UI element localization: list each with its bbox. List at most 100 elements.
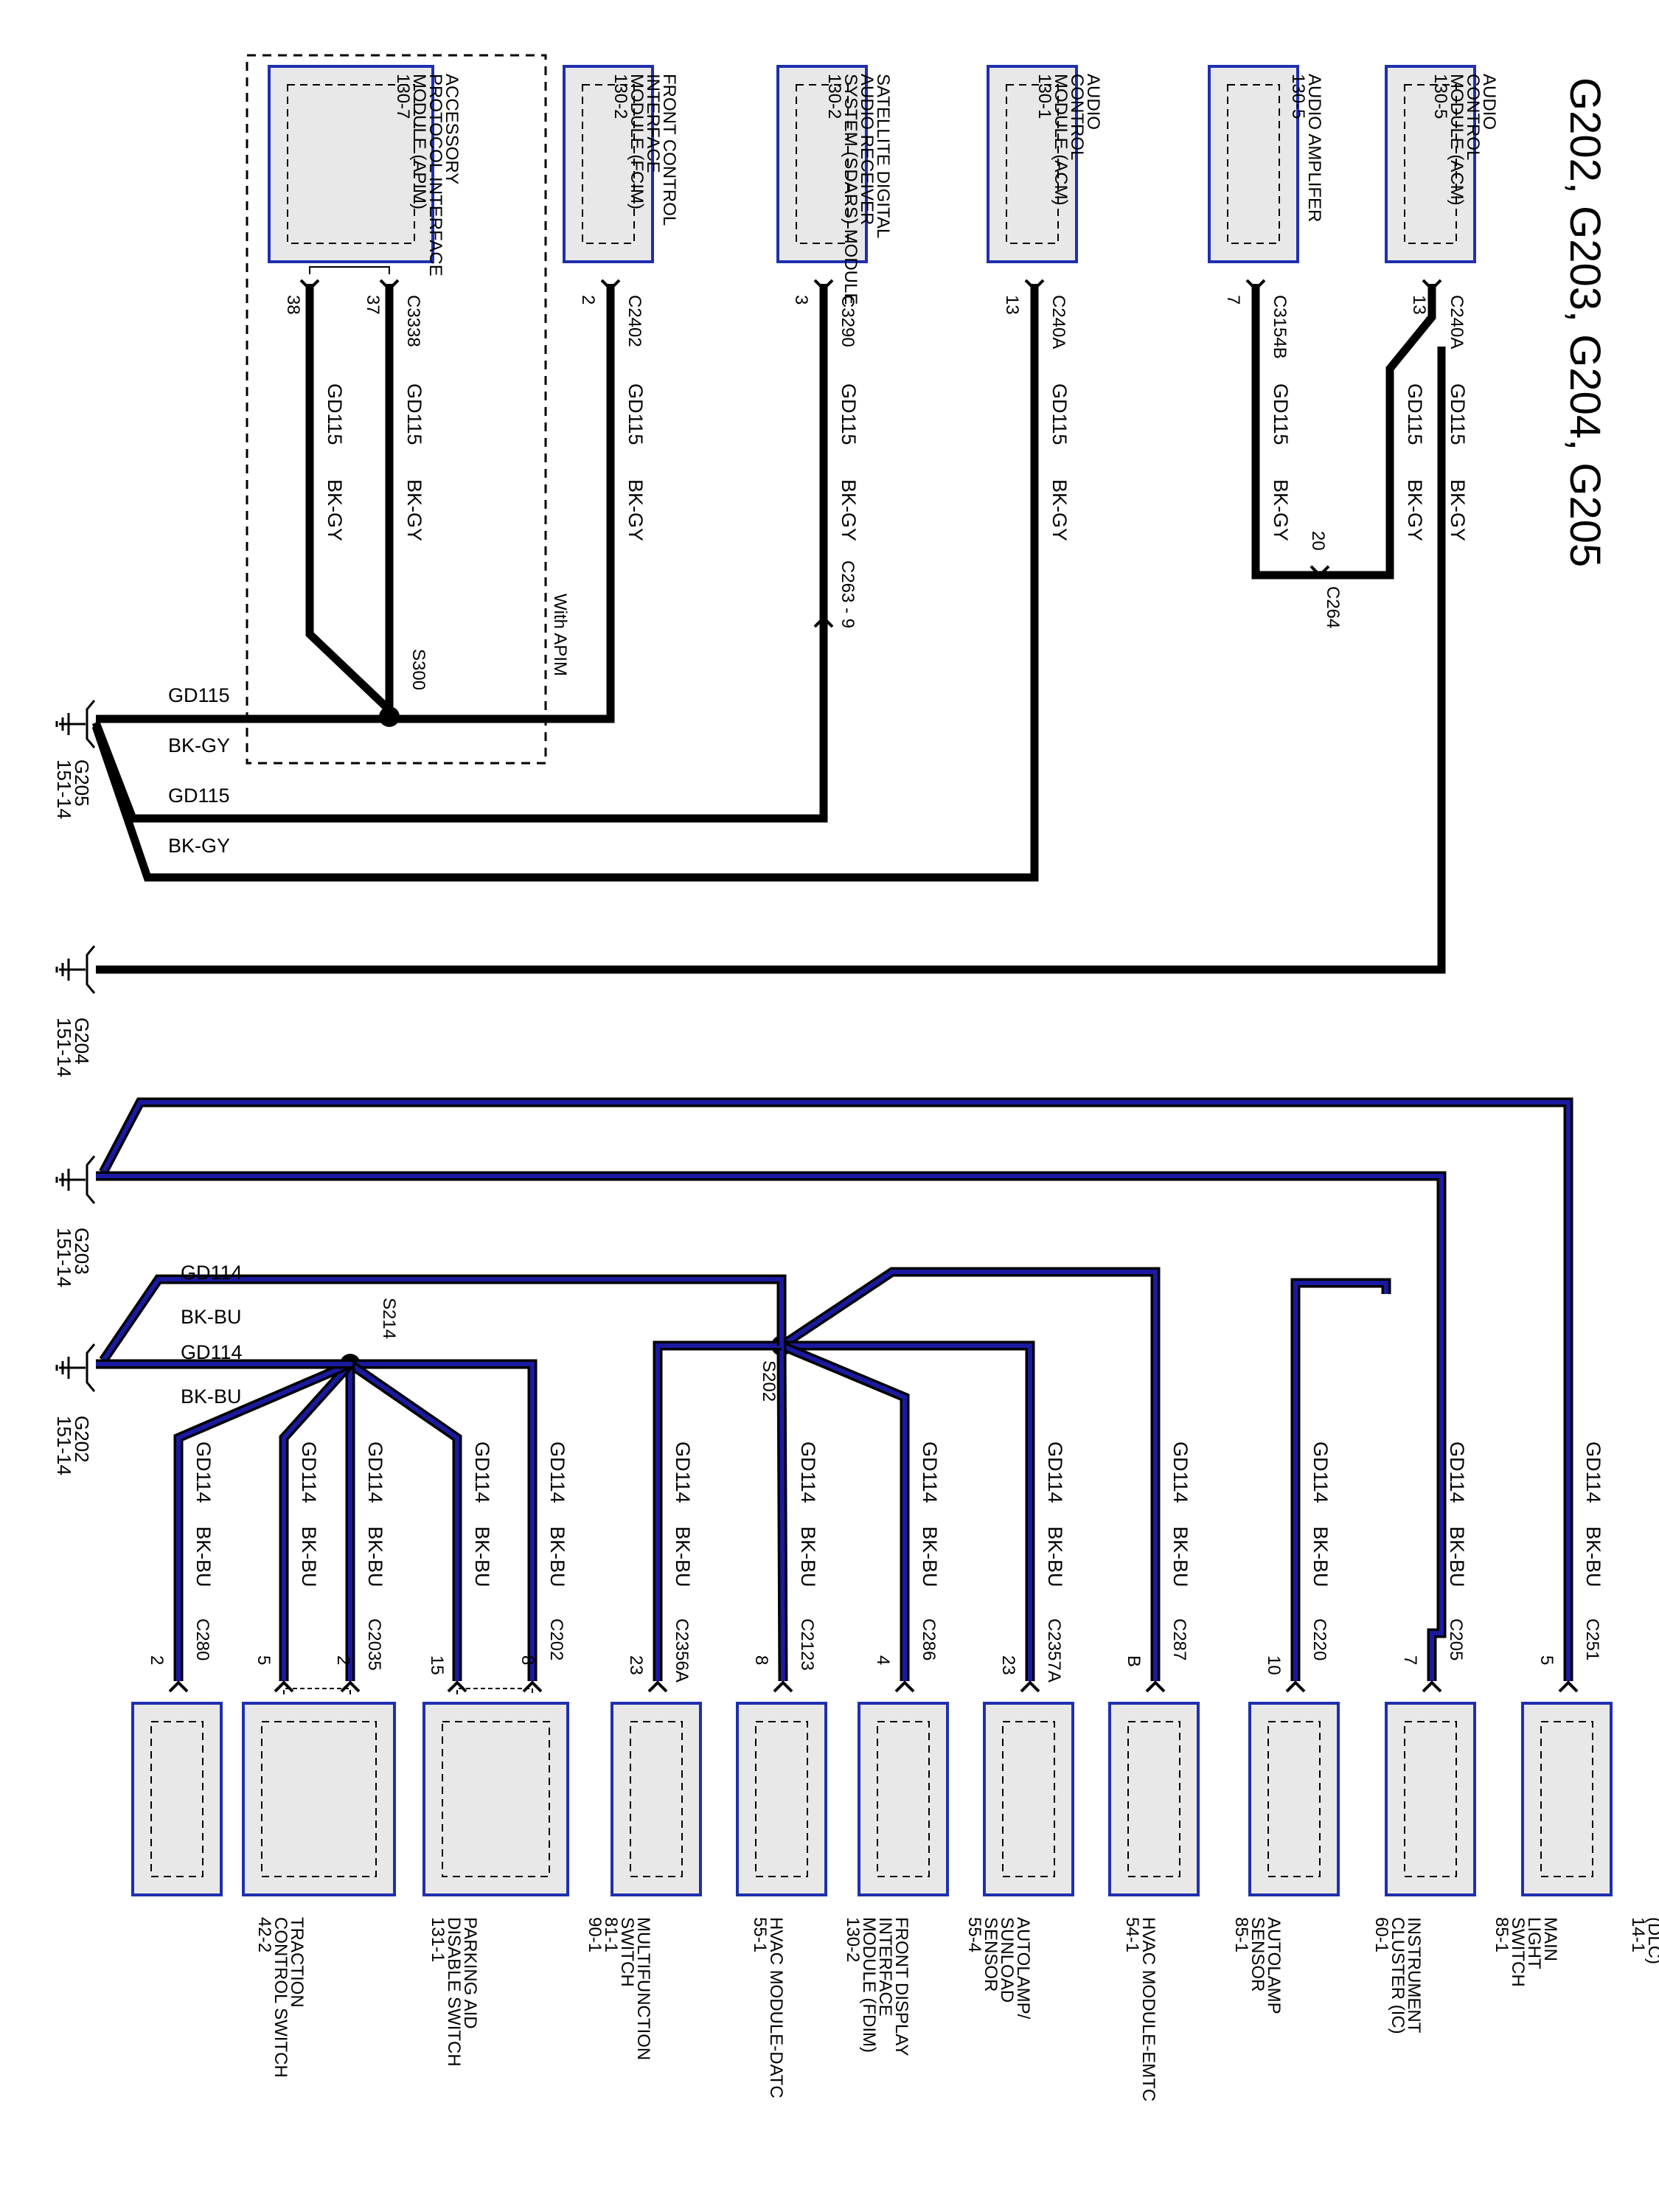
bottom-module-8-inner — [442, 1721, 550, 1877]
bottom-connector-0: C251 — [1582, 1618, 1602, 1660]
top-pin-0: 13 — [1409, 295, 1429, 315]
wire-ic-outline — [1290, 1278, 1391, 1681]
bottom-connector-5: C286 — [919, 1618, 939, 1660]
bottom-module-10-label-2: 42-2 — [254, 1917, 274, 1952]
bottom-module-6 — [736, 1702, 827, 1896]
bottom-module-0-label-2: (DLC) — [1644, 1917, 1659, 1964]
top-module-4 — [563, 65, 654, 263]
top-module-1 — [1208, 65, 1299, 263]
ground-name-0: G205 — [71, 759, 93, 807]
bottom-connector-8: C202 — [546, 1618, 566, 1660]
top-module-5-inner — [287, 84, 415, 244]
bottom-module-8-label-2: 81-1 — [601, 1917, 621, 1952]
ground-g205 — [55, 700, 96, 748]
bottom-module-4-inner — [1002, 1721, 1055, 1877]
bottom-circuit-1: GD114 — [1446, 1441, 1468, 1503]
wire-pad-5 — [282, 1362, 352, 1681]
ground-g202-bracket — [86, 1343, 96, 1392]
top-connector-chevron-1 — [1245, 279, 1266, 291]
bottom-connector-chevron-0 — [1558, 1680, 1579, 1693]
bottom-wire-color-2: BK-BU — [1310, 1526, 1332, 1587]
bottom-pin-10: 2 — [147, 1655, 167, 1665]
top-module-4-label-2: MODULE (FCIM) — [627, 74, 647, 209]
splice-s214-label: S214 — [379, 1298, 399, 1339]
bottom-module-8-label-3: 90-1 — [585, 1917, 605, 1952]
acm5-branch-color: BK-GY — [1404, 479, 1426, 541]
ground-g202 — [55, 1343, 96, 1392]
g205-w0-color: BK-GY — [168, 734, 230, 757]
bottom-connector-chevron-10 — [340, 1680, 361, 1693]
g202-w0-circuit: GD114 — [181, 1262, 243, 1284]
bottom-connector-chevron-2 — [1285, 1680, 1306, 1693]
wire-acm1-g205 — [91, 284, 1039, 882]
top-pin-4: 2 — [578, 295, 598, 305]
bottom-circuit-7: GD114 — [672, 1441, 694, 1503]
bottom-module-3-label-0: AUTOLAMP — [1264, 1917, 1284, 2014]
top-connector-chevron-6 — [299, 279, 320, 291]
modules — [131, 65, 1613, 1896]
top-connector-1: C3154B — [1270, 295, 1290, 359]
bottom-module-3-label-2: 85-1 — [1231, 1917, 1251, 1952]
wire-autolamp — [780, 1270, 1158, 1681]
top-wire-color-5: BK-GY — [403, 479, 425, 541]
top-module-5-label-0: ACCESSORY — [442, 74, 462, 184]
bottom-connector-9: C2035 — [364, 1618, 384, 1671]
wire-pad-5-outline — [279, 1360, 354, 1681]
bottom-module-1-label-1: LIGHT — [1524, 1917, 1544, 1969]
apim-pin-bracket — [309, 266, 390, 274]
bottom-module-1-label-0: MAIN — [1540, 1917, 1560, 1961]
bottom-wire-color-0: BK-BU — [1582, 1526, 1604, 1587]
bottom-module-6-inner — [755, 1721, 808, 1877]
top-module-0-label-3: 130-5 — [1430, 74, 1450, 119]
bottom-wire-color-3: BK-BU — [1169, 1526, 1192, 1587]
top-module-0-label-2: MODULE (ACM) — [1447, 74, 1467, 206]
wire-to-g204 — [96, 347, 1446, 974]
bottom-module-4 — [983, 1702, 1074, 1896]
top-module-5-label-2: MODULE (APIM) — [409, 74, 429, 209]
bottom-pin-1: 7 — [1400, 1655, 1420, 1665]
bottom-connector-chevron-1 — [1422, 1680, 1442, 1693]
bottom-connector-chevron-7 — [647, 1680, 668, 1693]
top-module-4-label-0: FRONT CONTROL — [659, 74, 679, 226]
ground-ref-0: 151-14 — [53, 759, 75, 819]
apim-pin-38: 38 — [283, 295, 303, 315]
top-module-0-label-0: AUDIO — [1479, 74, 1499, 130]
ground-ref-3: 151-14 — [53, 1416, 75, 1475]
top-module-4-inner — [582, 84, 635, 244]
bottom-module-2-label-1: CLUSTER (IC) — [1388, 1917, 1408, 2034]
bottom-module-1-label-3: 85-1 — [1492, 1917, 1512, 1952]
bottom-pin-5: 4 — [873, 1655, 893, 1665]
option-label: With APIM — [550, 594, 570, 676]
top-connector-0: C240A — [1447, 295, 1467, 349]
bottom-connector-chevron-3 — [1145, 1680, 1166, 1693]
top-module-0-inner — [1404, 84, 1457, 244]
pad-5-circuit: GD114 — [298, 1441, 320, 1503]
bottom-pin-0: 5 — [1537, 1655, 1557, 1665]
bottom-module-9 — [242, 1702, 396, 1896]
apim-option-box — [246, 54, 547, 765]
ground-ref-2: 151-14 — [53, 1228, 75, 1287]
wire-mfs-15 — [349, 1362, 459, 1681]
bottom-circuit-0: GD114 — [1582, 1441, 1604, 1503]
bottom-connector-1: C205 — [1446, 1618, 1466, 1660]
wire-mfs-8 — [350, 1362, 535, 1681]
wire-datc — [655, 1343, 782, 1681]
bottom-connector-chevron-12 — [168, 1680, 189, 1693]
bottom-pin-4: 23 — [998, 1655, 1018, 1675]
top-module-3-label-2: SYSTEM (SDARS) MODULE — [841, 74, 860, 305]
wire-sdars-g205 — [91, 284, 828, 823]
mfs-15-circuit: GD114 — [471, 1441, 493, 1503]
bottom-module-9-label-1: DISABLE SWITCH — [444, 1917, 464, 2067]
top-wire-color-2: BK-GY — [1048, 479, 1071, 541]
bottom-module-3 — [1108, 1702, 1200, 1896]
top-module-3-label-3: 130-2 — [824, 74, 844, 119]
bottom-module-7-label-1: 55-1 — [750, 1917, 770, 1952]
top-module-4-label-3: 130-2 — [611, 74, 630, 119]
splice-s300 — [379, 706, 400, 727]
top-circuit-3: GD115 — [838, 383, 860, 445]
bottom-module-2 — [1248, 1702, 1340, 1896]
bottom-pin-2: 10 — [1264, 1655, 1284, 1675]
top-module-2-label-0: AUDIO — [1083, 74, 1103, 130]
bottom-connector-chevron-6 — [773, 1680, 793, 1693]
